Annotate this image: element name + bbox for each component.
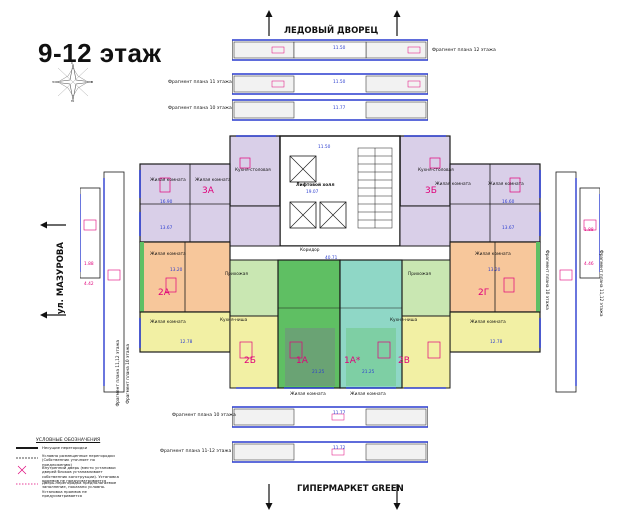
room-living-2g-b: Жилая комната: [470, 320, 506, 325]
room-living-3b-2: Жилая комната: [488, 182, 524, 187]
svg-text:Ю: Ю: [71, 99, 75, 102]
area-top-living: 11.50: [318, 145, 331, 150]
north-label: ЛЕДОВЫЙ ДВОРЕЦ: [284, 26, 379, 36]
room-hall-2g: Прихожая: [408, 272, 432, 277]
apt-2b: 2Б: [244, 356, 256, 366]
area-corridor: 40.71: [325, 256, 338, 261]
room-hall-2a: Прихожая: [225, 272, 249, 277]
fragment-label-floor12: Фрагмент плана 12 этажа: [432, 48, 496, 53]
area-living-3b-1: 16.60: [502, 200, 515, 205]
fragment-strip-bottom-10: [232, 406, 428, 428]
svg-text:З: З: [52, 80, 54, 84]
fragment-strip-floor11: [232, 73, 428, 95]
legend-item-4: Дверь-перегородка предполагаемое заполне…: [42, 480, 117, 499]
area-living-2g-b: 12.78: [490, 340, 503, 345]
apt-3a: 3А: [202, 186, 214, 196]
area-living-3a-2: 13.67: [160, 226, 173, 231]
legend-item-1: Несущие перегородки: [42, 445, 88, 450]
north-arrow-left-icon: [265, 10, 273, 36]
area-living-2g: 13.20: [488, 268, 501, 273]
area-kitchen-1a2: 21.25: [362, 370, 375, 375]
area-bottom-frag-b: 11.72: [333, 446, 346, 451]
area-bottom-frag-a: 11.77: [333, 411, 346, 416]
west-arrow-bottom-icon: [40, 311, 66, 319]
fragment-label-floor11: Фрагмент плана 11 этажа: [168, 80, 232, 85]
room-living-2g: Жилая комната: [475, 252, 511, 257]
fragment-label-right-11-12: Фрагмент плана 11,12 этажа: [598, 250, 603, 317]
south-label: ГИПЕРМАРКЕТ GREEN: [297, 484, 404, 494]
area-right-frag-a: 1.88: [584, 228, 594, 233]
fragment-label-bottom-11-12: Фрагмент плана 11-12 этажа: [160, 449, 232, 454]
apt-1a-star: 1А*: [344, 356, 361, 366]
room-living-1a: Жилая комната: [290, 392, 326, 397]
room-kitchen-3a: Кухня-столовая: [235, 168, 271, 173]
legend-symbols: [16, 447, 38, 485]
area-living-3a-1: 16.90: [160, 200, 173, 205]
room-living-2a: Жилая комната: [150, 252, 186, 257]
fragment-label-left-11-12: Фрагмент плана 11,12 этажа: [116, 340, 121, 407]
area-living-3b-2: 13.67: [502, 226, 515, 231]
fragment-strip-bottom-11-12: [232, 441, 428, 463]
area-right-frag-b: 4.46: [584, 262, 594, 267]
area-frag11: 11.50: [333, 80, 346, 85]
west-arrow-top-icon: [40, 221, 66, 229]
west-label: ул. МАЗУРОВА: [56, 242, 66, 315]
area-left-frag-b: 4.42: [84, 282, 94, 287]
legend-title: УСЛОВНЫЕ ОБОЗНАЧЕНИЯ: [36, 438, 101, 443]
room-elevator-hall: Лифтовой холл: [296, 183, 335, 188]
room-kitchen-niche-2v: Кухня-ниша: [390, 318, 418, 323]
legend-item-3: Внутренний дверь (место установки дверей…: [42, 465, 119, 484]
room-kitchen-3b: Кухня-столовая: [418, 168, 454, 173]
area-living-2a-b: 12.78: [180, 340, 193, 345]
south-arrow-right-icon: [393, 484, 401, 510]
page-title: 9-12 этаж: [38, 38, 162, 68]
apt-1a: 1А: [296, 356, 308, 366]
room-corridor: Коридор: [300, 248, 320, 253]
room-kitchen-niche-2b: Кухня-ниша: [220, 318, 248, 323]
fragment-strip-floor12: [232, 39, 428, 61]
area-elevator-hall: 19.07: [306, 190, 319, 195]
svg-text:С: С: [71, 62, 73, 65]
south-arrow-left-icon: [265, 484, 273, 510]
fragment-label-right-10: Фрагмент плана 10 этажа: [544, 250, 549, 310]
apt-2v: 2В: [398, 356, 410, 366]
svg-text:В: В: [91, 80, 93, 84]
compass-rose-icon: С Ю З В: [52, 62, 93, 102]
main-floor-plan: [80, 135, 600, 393]
legend-item-2: Условно размещенные перегородки (Собстве…: [42, 453, 115, 467]
room-living-3b-1: Жилая комната: [435, 182, 471, 187]
area-living-2a: 13.20: [170, 268, 183, 273]
north-arrow-right-icon: [393, 10, 401, 36]
area-kitchen-1a: 21.25: [312, 370, 325, 375]
apt-2a: 2А: [158, 288, 170, 298]
room-living-2a-b: Жилая комната: [150, 320, 186, 325]
area-left-frag-a: 1.88: [84, 262, 94, 267]
area-frag10: 11.77: [333, 106, 346, 111]
apt-2g: 2Г: [478, 288, 490, 298]
room-living-3a-2: Жилая комната: [195, 178, 231, 183]
apt-3b: 3Б: [425, 186, 437, 196]
fragment-label-floor10: Фрагмент плана 10 этажа: [168, 106, 232, 111]
room-living-1a2: Жилая комната: [350, 392, 386, 397]
fragment-label-bottom-10: Фрагмент плана 10 этажа: [172, 413, 236, 418]
area-frag12: 11.50: [333, 46, 346, 51]
room-living-3a-1: Жилая комната: [150, 178, 186, 183]
fragment-strip-floor10: [232, 99, 428, 121]
fragment-label-left-10: Фрагмент плана 10 этажа: [126, 344, 131, 404]
